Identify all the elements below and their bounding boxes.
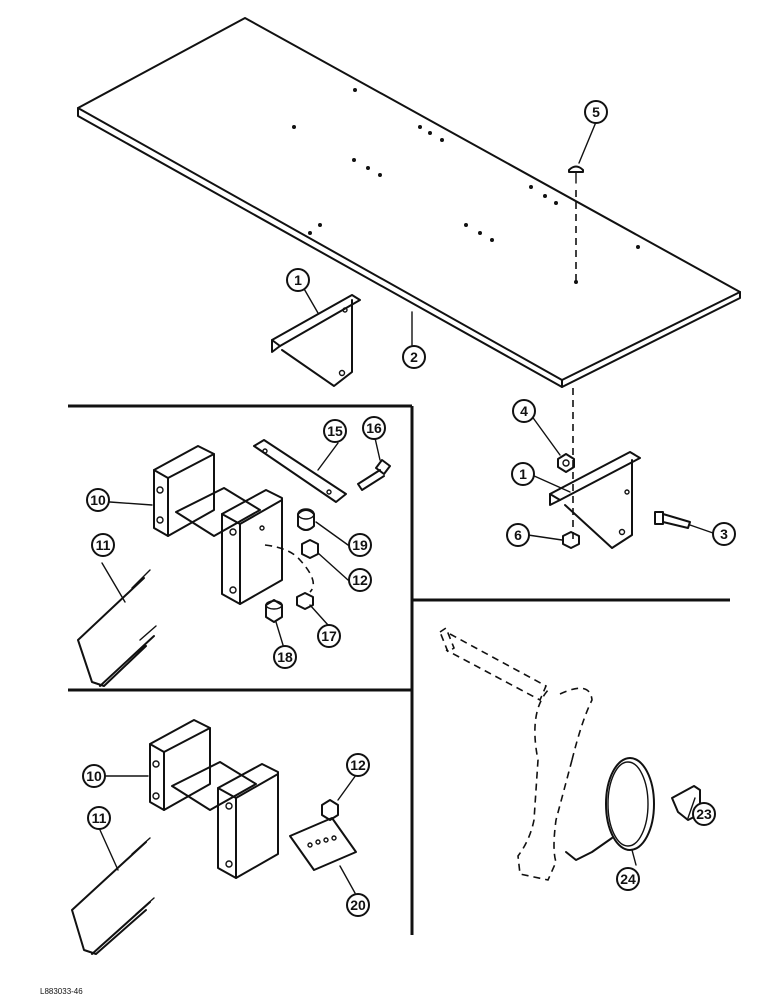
svg-text:15: 15 xyxy=(327,423,343,439)
callout-1-upper: 1 xyxy=(286,268,310,292)
svg-text:1: 1 xyxy=(294,272,302,288)
callout-23: 23 xyxy=(692,802,716,826)
nut-12-upper xyxy=(301,539,319,559)
callout-10-lower: 10 xyxy=(82,764,106,788)
washer-17 xyxy=(296,592,314,610)
bracket-1-upper xyxy=(271,294,361,387)
nut-6 xyxy=(562,531,580,549)
lever-dashed-outline xyxy=(439,626,593,881)
upper-hardware-dashed xyxy=(264,544,315,593)
callout-12-lower: 12 xyxy=(346,753,370,777)
bracket-1-lower xyxy=(549,451,641,549)
nut-12-lower xyxy=(321,799,339,821)
svg-text:12: 12 xyxy=(350,757,366,773)
svg-text:23: 23 xyxy=(696,806,712,822)
svg-text:10: 10 xyxy=(86,768,102,784)
svg-text:16: 16 xyxy=(366,420,382,436)
figure-code: L883033-46 xyxy=(40,987,83,996)
callout-16: 16 xyxy=(362,416,386,440)
u-bolt-11-lower xyxy=(71,837,155,955)
svg-text:18: 18 xyxy=(277,649,293,665)
mount-bracket-10-lower xyxy=(149,719,279,879)
bolt-5 xyxy=(568,165,584,184)
svg-text:10: 10 xyxy=(90,492,106,508)
svg-text:3: 3 xyxy=(720,526,728,542)
callout-24: 24 xyxy=(616,867,640,891)
callout-4: 4 xyxy=(512,399,536,423)
callout-18: 18 xyxy=(273,645,297,669)
callout-6: 6 xyxy=(506,523,530,547)
svg-text:1: 1 xyxy=(519,466,527,482)
svg-text:11: 11 xyxy=(96,537,111,553)
nut-18 xyxy=(265,599,283,623)
svg-text:5: 5 xyxy=(592,104,600,120)
svg-text:11: 11 xyxy=(92,810,107,826)
svg-text:4: 4 xyxy=(520,403,528,419)
leader-lines xyxy=(99,121,714,894)
callout-15: 15 xyxy=(323,419,347,443)
callout-1-lower: 1 xyxy=(511,462,535,486)
callout-12-upper: 12 xyxy=(348,568,372,592)
svg-text:6: 6 xyxy=(514,527,522,543)
callout-17: 17 xyxy=(317,624,341,648)
u-bolt-11-upper xyxy=(77,569,157,687)
platform-panel xyxy=(77,17,741,388)
svg-text:17: 17 xyxy=(321,628,337,644)
bolt-16 xyxy=(357,459,391,491)
callout-20: 20 xyxy=(346,893,370,917)
plate-20 xyxy=(289,817,357,871)
mount-bracket-10-upper xyxy=(153,445,283,605)
callout-11-upper: 11 xyxy=(91,533,115,557)
svg-text:20: 20 xyxy=(350,897,366,913)
callout-3: 3 xyxy=(712,522,736,546)
nut-4 xyxy=(557,453,575,473)
svg-text:19: 19 xyxy=(352,537,368,553)
svg-text:2: 2 xyxy=(410,349,418,365)
svg-text:24: 24 xyxy=(620,871,636,887)
svg-text:12: 12 xyxy=(352,572,368,588)
callout-2: 2 xyxy=(402,345,426,369)
callout-19: 19 xyxy=(348,533,372,557)
callout-11-lower: 11 xyxy=(87,806,111,830)
spring-24 xyxy=(565,757,655,861)
spacer-19 xyxy=(297,508,315,531)
plate-15 xyxy=(253,439,347,503)
bolt-3 xyxy=(654,511,691,529)
callout-10-upper: 10 xyxy=(86,488,110,512)
callout-5: 5 xyxy=(584,100,608,124)
